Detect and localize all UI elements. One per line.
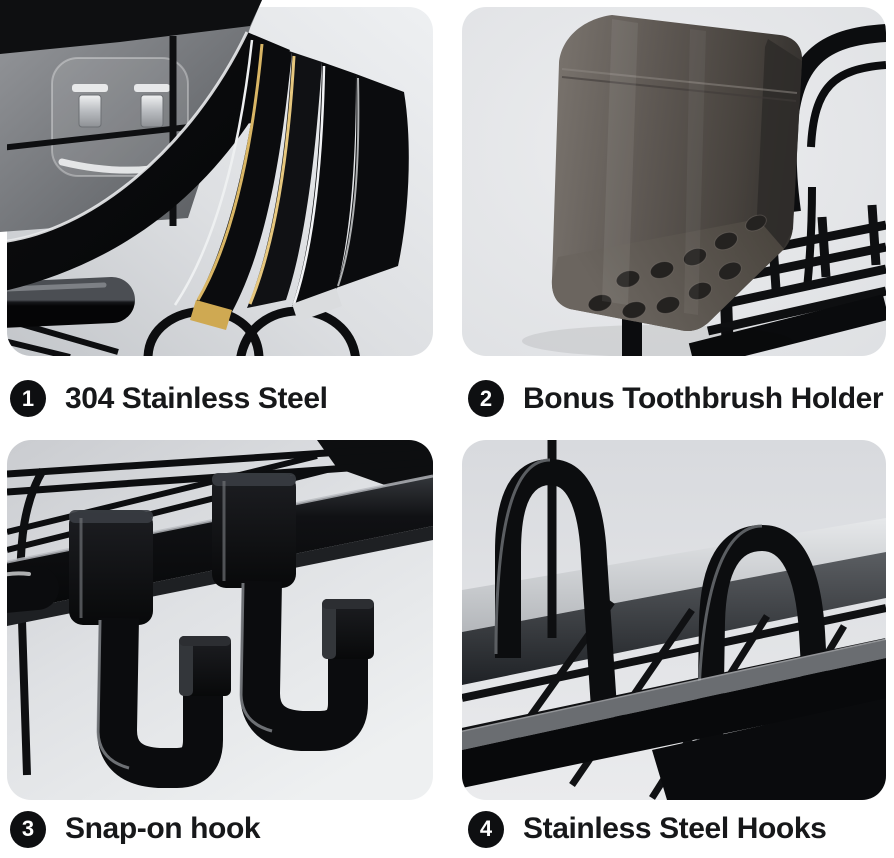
- feature-label-1: 304 Stainless Steel: [65, 381, 328, 415]
- snap-hook-left: [69, 510, 231, 788]
- steel-hooks-photo: [462, 440, 886, 800]
- feature-caption-1: 1 304 Stainless Steel: [10, 357, 328, 440]
- steel-layers-photo: [0, 0, 433, 357]
- feature-label-4: Stainless Steel Hooks: [523, 812, 827, 845]
- toothbrush-cup: [551, 15, 803, 331]
- toothbrush-holder-photo: [462, 7, 886, 356]
- feature-number-badge-2: 2: [468, 380, 504, 417]
- feature-number-badge-1: 1: [10, 380, 46, 417]
- adhesive-pad: [51, 57, 189, 177]
- snap-on-hook-photo: [7, 440, 433, 800]
- feature-caption-2: 2 Bonus Toothbrush Holder: [468, 357, 884, 440]
- feature-number-badge-4: 4: [468, 810, 504, 848]
- feature-number-badge-3: 3: [10, 810, 46, 848]
- u-hook-left: [494, 458, 617, 709]
- feature-label-2: Bonus Toothbrush Holder: [523, 381, 884, 415]
- feature-label-3: Snap-on hook: [65, 812, 261, 845]
- feature-caption-4: 4 Stainless Steel Hooks: [468, 800, 827, 858]
- feature-caption-3: 3 Snap-on hook: [10, 800, 261, 858]
- snap-hook-right: [212, 473, 374, 751]
